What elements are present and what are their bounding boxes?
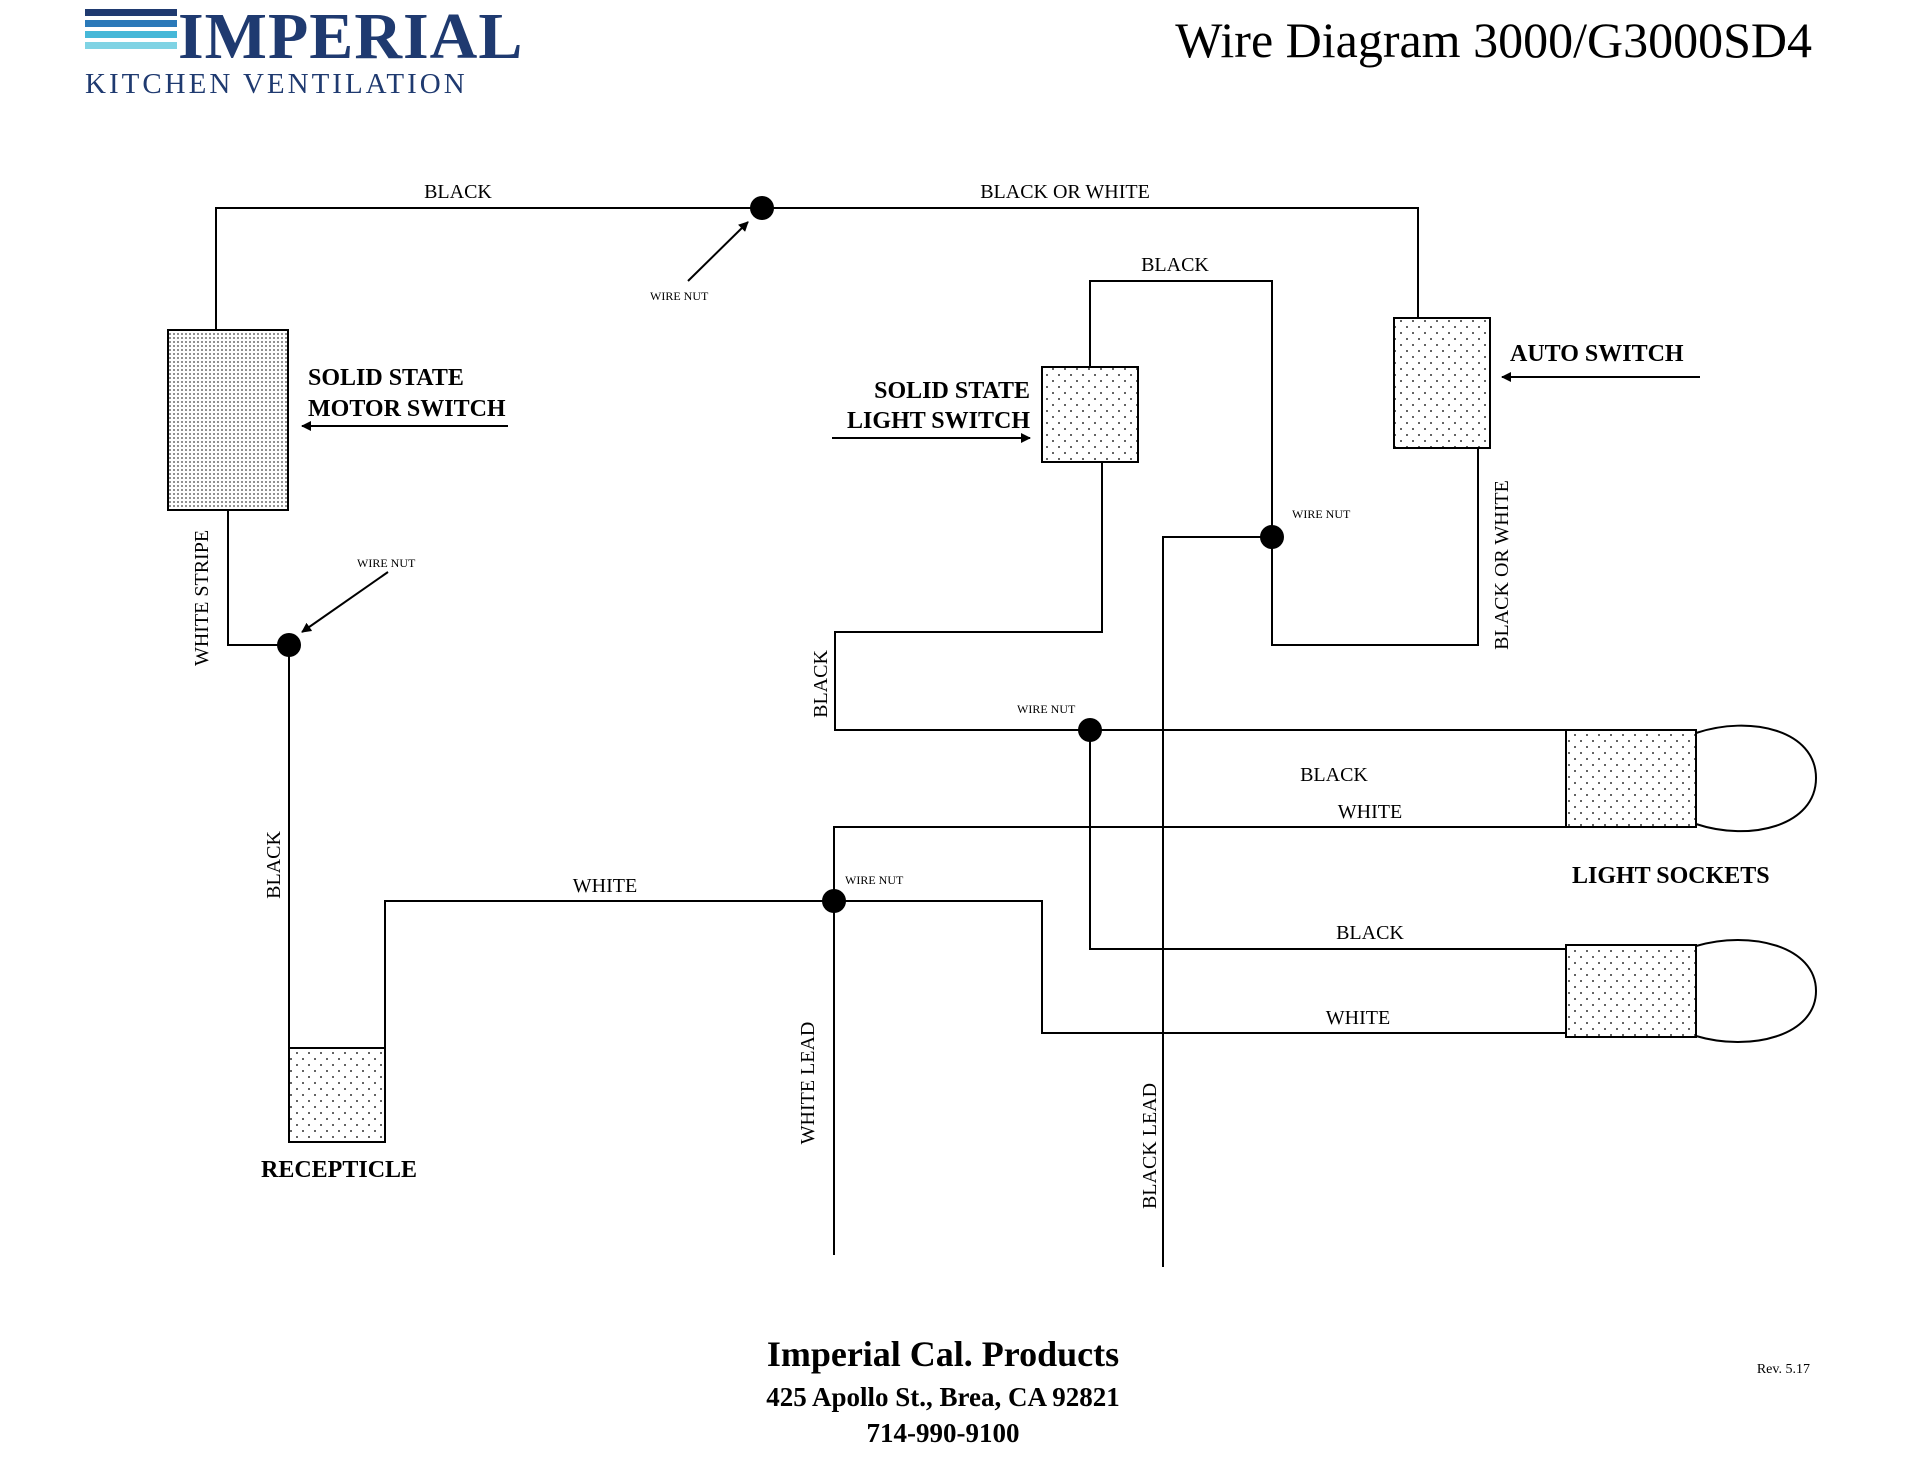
wires <box>215 207 1600 1267</box>
wire-motor-down <box>227 510 289 646</box>
light-sockets-label: LIGHT SOCKETS <box>1572 863 1770 889</box>
label-receptacle-neutral: WHITE <box>573 875 637 897</box>
light-socket-2-box <box>1565 944 1697 1038</box>
bulb-1-icon <box>1695 724 1818 833</box>
label-light-switch-out: BLACK <box>810 650 832 718</box>
bulb-2-icon <box>1695 939 1818 1043</box>
wire-socket1-neutral <box>833 826 1566 1255</box>
label-socket2-neutral: WHITE <box>1326 1007 1390 1029</box>
label-socket1-hot: BLACK <box>1300 764 1368 786</box>
logo-subtitle: KITCHEN VENTILATION <box>85 68 468 100</box>
logo-stripes-icon <box>85 9 177 49</box>
light-switch-label-line2: LIGHT SWITCH <box>847 408 1030 434</box>
wire-socket2-hot <box>1089 730 1566 950</box>
receptacle-box <box>288 1047 386 1143</box>
wire-top-left <box>215 207 762 330</box>
wire-nuts: WIRE NUT WIRE NUT WIRE NUT WIRE NUT WIRE… <box>277 196 1351 913</box>
imperial-logo: IMPERIAL KITCHEN VENTILATION <box>85 0 523 100</box>
wire-socket2-neutral <box>834 900 1566 1034</box>
page-title: Wire Diagram 3000/G3000SD4 <box>1175 12 1812 68</box>
wire-nut-right-label: WIRE NUT <box>1292 507 1351 521</box>
wire-auto-switch-out <box>1271 448 1479 646</box>
motor-switch-label-line1: SOLID STATE <box>308 365 464 391</box>
components <box>167 317 1818 1143</box>
wire-top-right <box>762 207 1419 318</box>
receptacle-label: RECEPTICLE <box>261 1157 417 1183</box>
label-white-lead: WHITE LEAD <box>797 1022 819 1145</box>
wire-nut-center <box>1078 718 1102 742</box>
wire-nut-bottom <box>822 889 846 913</box>
component-labels: SOLID STATE MOTOR SWITCH SOLID STATE LIG… <box>261 341 1770 1183</box>
wire-light-switch-top <box>1089 280 1273 537</box>
motor-switch-label-line2: MOTOR SWITCH <box>308 396 506 422</box>
label-motor-down: WHITE STRIPE <box>191 530 213 666</box>
wire-light-switch-out <box>834 462 1103 731</box>
company-address: 425 Apollo St., Brea, CA 92821 <box>766 1382 1120 1412</box>
company-phone: 714-990-9100 <box>867 1418 1020 1448</box>
label-black-lead: BLACK LEAD <box>1139 1083 1161 1209</box>
label-top-left: BLACK <box>424 181 492 203</box>
label-receptacle-hot: BLACK <box>263 831 285 899</box>
label-top-right: BLACK OR WHITE <box>980 181 1150 203</box>
light-switch-box <box>1041 366 1139 463</box>
footer: Imperial Cal. Products 425 Apollo St., B… <box>766 1334 1810 1448</box>
label-socket2-hot: BLACK <box>1336 922 1404 944</box>
wire-receptacle-neutral <box>384 900 834 1048</box>
label-light-switch-top: BLACK <box>1141 254 1209 276</box>
light-socket-1-box <box>1565 729 1697 828</box>
wire-nut-right <box>1260 525 1284 549</box>
wire-nut-left-arrow-icon <box>301 571 389 633</box>
auto-switch-label: AUTO SWITCH <box>1510 341 1684 367</box>
wire-nut-top-label: WIRE NUT <box>650 289 709 303</box>
wire-nut-center-label: WIRE NUT <box>1017 702 1076 716</box>
wire-nut-top <box>750 196 774 220</box>
wire-black-lead <box>1162 536 1272 1267</box>
light-switch-label-line1: SOLID STATE <box>874 378 1030 404</box>
label-auto-switch-out: BLACK OR WHITE <box>1491 480 1513 650</box>
revision-label: Rev. 5.17 <box>1757 1362 1810 1377</box>
motor-switch-box <box>167 329 289 511</box>
company-name: Imperial Cal. Products <box>767 1334 1119 1374</box>
wire-nut-top-arrow-icon <box>687 221 749 282</box>
logo-brand: IMPERIAL <box>178 0 523 73</box>
label-socket1-neutral: WHITE <box>1338 801 1402 823</box>
auto-switch-box <box>1393 317 1491 449</box>
wire-labels: BLACK BLACK OR WHITE BLACK BLACK WHITE B… <box>191 181 1513 1209</box>
wire-nut-left-label: WIRE NUT <box>357 556 416 570</box>
wire-nut-bottom-label: WIRE NUT <box>845 873 904 887</box>
wire-nut-left <box>277 633 301 657</box>
